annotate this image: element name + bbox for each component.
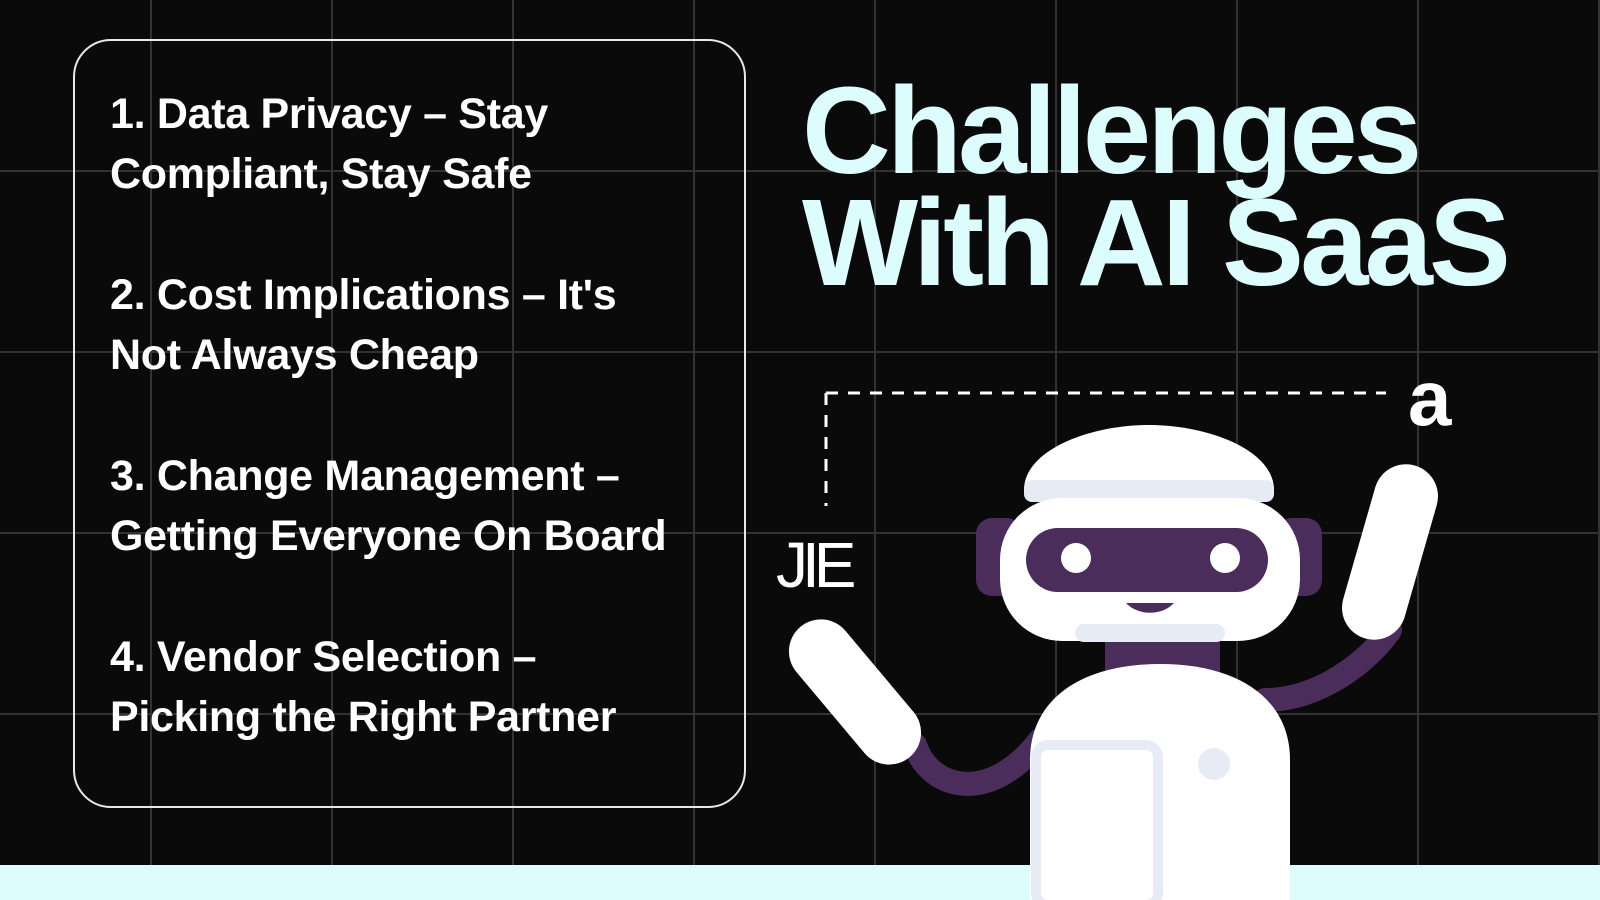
robot-chin [1075,624,1225,642]
robot-visor [1026,528,1268,592]
challenge-3-line-2: Getting Everyone On Board [110,512,667,560]
robot-right-eye [1210,543,1240,573]
challenge-4-line-1: 4. Vendor Selection – [110,633,537,681]
challenge-2-line-1: 2. Cost Implications – It's [110,271,617,319]
robot-smile [1126,603,1174,613]
title-line-2: With AI SaaS [802,175,1511,312]
glyph-right-text: a [1408,354,1452,442]
challenge-1-line-2: Compliant, Stay Safe [110,150,532,198]
glyph-left-text: JIE [776,529,854,601]
robot-head-top [1024,425,1274,490]
robot-body-button [1198,748,1230,780]
robot-right-hand [1342,464,1438,640]
robot-left-eye [1061,543,1091,573]
challenge-1-line-1: 1. Data Privacy – Stay [110,90,549,138]
robot-body-panel [1031,740,1163,900]
challenge-2-line-2: Not Always Cheap [110,331,479,379]
robot-right-arm-joint [1253,618,1402,712]
challenges-panel [73,39,746,808]
challenge-item-1: 1. Data Privacy – Stay Compliant, Stay S… [110,84,730,204]
robot-left-hand [788,619,922,765]
challenge-item-3: 3. Change Management – Getting Everyone … [110,446,730,566]
robot-head-band [1024,480,1274,502]
challenge-item-4: 4. Vendor Selection – Picking the Right … [110,627,730,747]
challenge-4-line-2: Picking the Right Partner [110,693,617,741]
bottom-band [0,865,1600,900]
challenge-3-line-1: 3. Change Management – [110,452,620,500]
robot-left-arm-joint [903,728,1052,796]
challenge-item-2: 2. Cost Implications – It's Not Always C… [110,265,730,385]
title-line-1: Challenges [802,63,1422,200]
page-title: Challenges With AI SaaS [802,63,1511,312]
